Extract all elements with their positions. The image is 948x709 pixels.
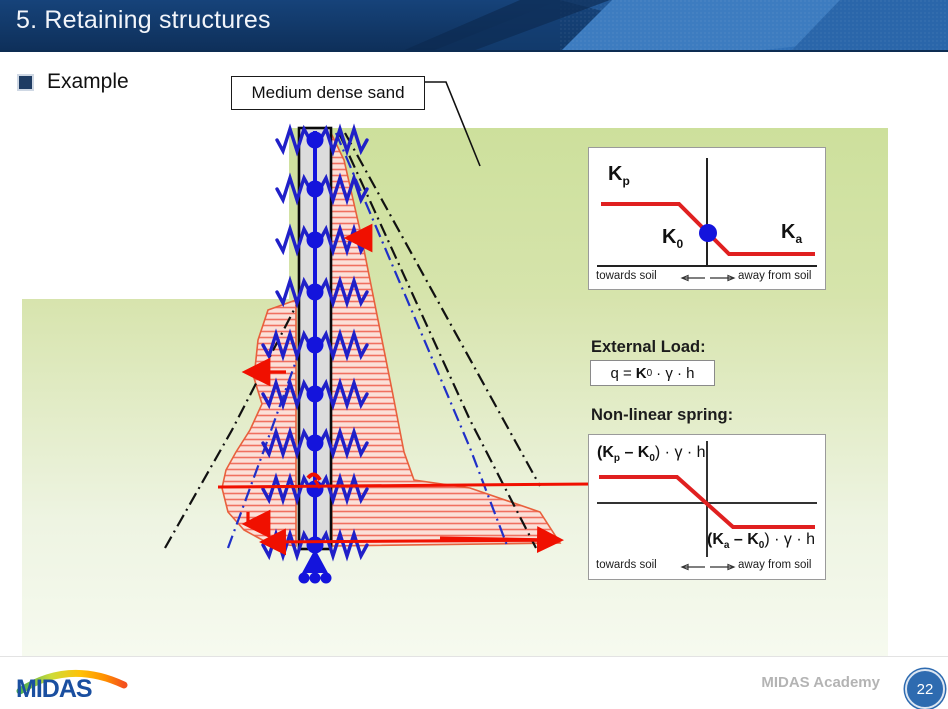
chart-non-linear-spring: (Kp – K0) · γ · h (Ka – K0) · γ · h towa… (588, 434, 826, 580)
callout-text: Medium dense sand (251, 83, 405, 102)
eq-q: q = (610, 364, 632, 382)
page-number: 22 (916, 680, 934, 698)
banner-underline (0, 50, 948, 52)
callout-medium-dense-sand: Medium dense sand (231, 76, 425, 110)
chart-bottom-axis-left-label: towards soil (596, 559, 657, 571)
chart-earth-pressure-coefficient: Kp K0 Ka towards soil away from soil (588, 147, 826, 290)
slide-footer (0, 656, 948, 709)
eq-tail: · γ · h (656, 364, 695, 382)
bullet-example: Example (17, 70, 129, 94)
midas-academy-label: MIDAS Academy (761, 674, 880, 691)
banner-decoration (0, 0, 948, 52)
external-load-title: External Load: (591, 338, 706, 356)
chart-top-axis-right-label: away from soil (738, 270, 812, 282)
eq-k-sub: 0 (646, 367, 653, 379)
chart-top-label-k0: K0 (662, 226, 684, 251)
nonlinear-spring-title: Non-linear spring: (591, 406, 734, 424)
bullet-label: Example (47, 70, 129, 93)
chart-bottom-label-lower: (Ka – K0) · γ · h (707, 531, 816, 552)
square-bullet-icon (17, 73, 34, 91)
chart-bottom-axis-right-label: away from soil (738, 559, 812, 571)
page-title: 5. Retaining structures (16, 6, 271, 34)
eq-k: K (635, 364, 647, 382)
page-number-badge: 22 (905, 669, 945, 709)
chart-bottom-label-upper: (Kp – K0) · γ · h (597, 444, 706, 465)
chart-top-label-kp: Kp (608, 163, 630, 188)
chart-top-label-ka: Ka (781, 221, 803, 246)
chart-top-plot (597, 158, 817, 282)
midas-logo-text: MIDAS (16, 675, 93, 703)
midas-logo-arc-icon (16, 669, 128, 695)
chart-bottom-plot (597, 441, 817, 571)
footer-divider (0, 656, 948, 657)
chart-top-axis-left-label: towards soil (596, 270, 657, 282)
header-banner: 5. Retaining structures (0, 0, 948, 52)
